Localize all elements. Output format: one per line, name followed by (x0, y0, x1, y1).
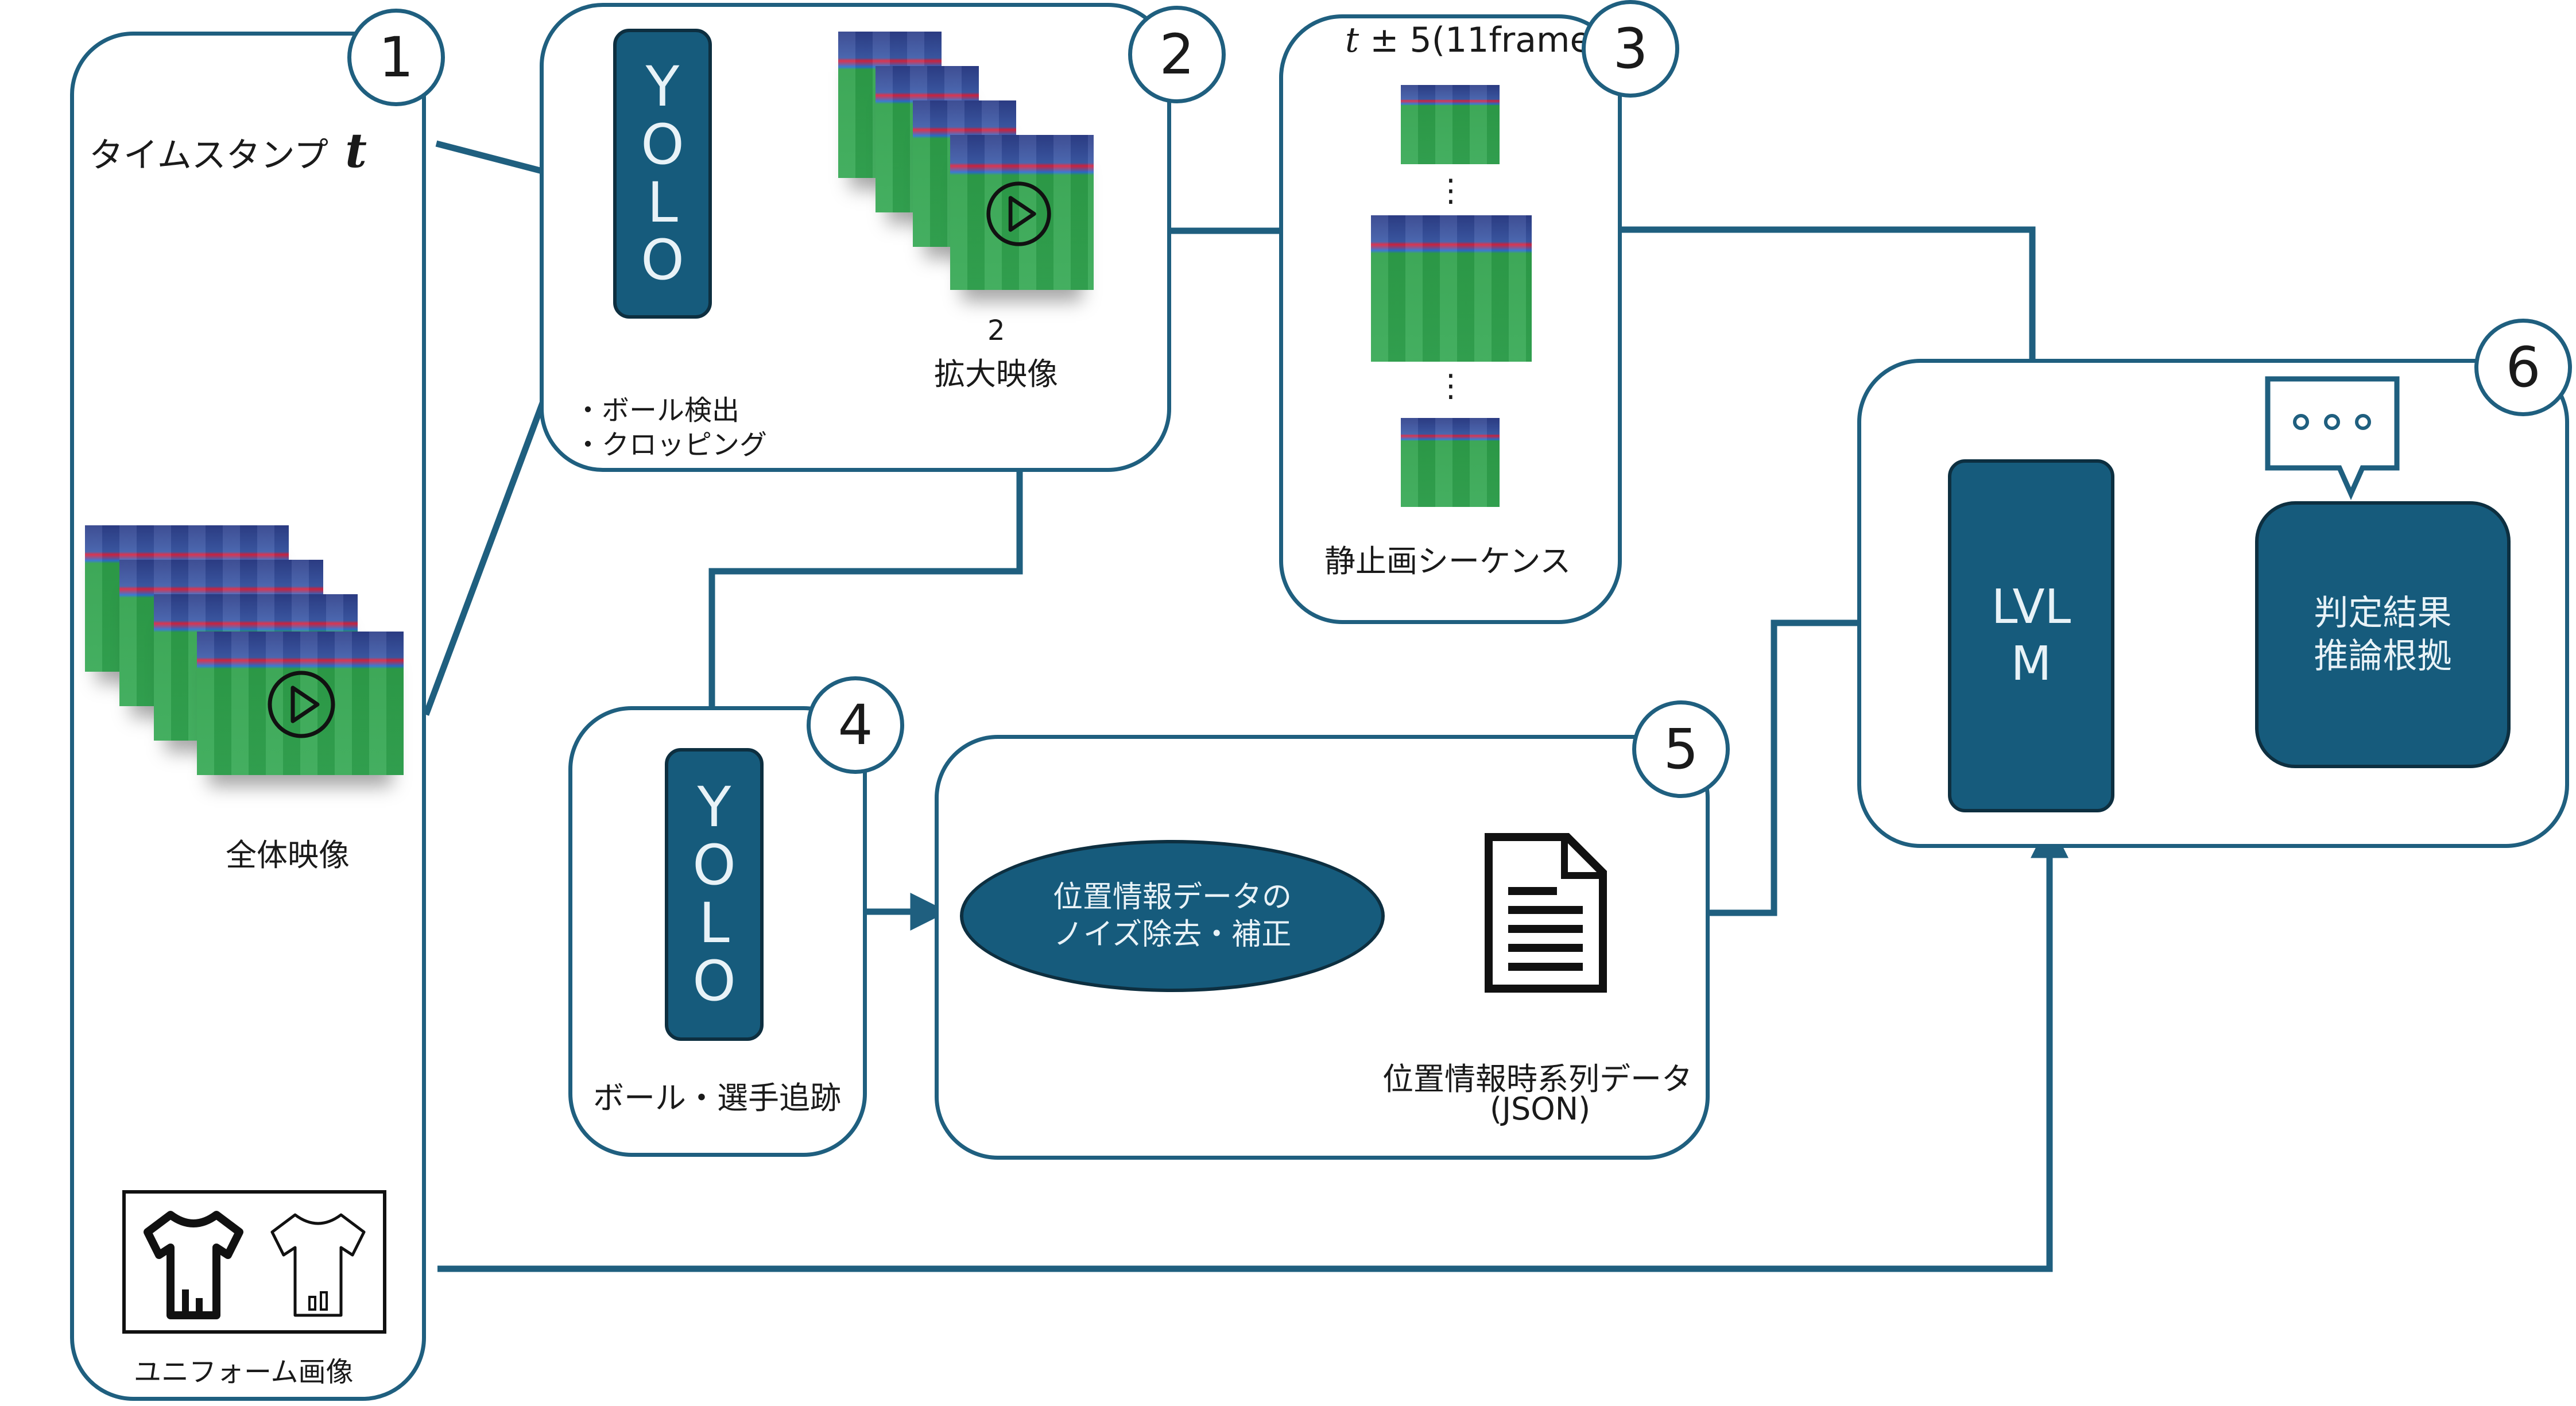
video-frame (197, 632, 404, 775)
sequence-frame-bottom (1401, 418, 1500, 507)
timestamp-label: タイムスタンプ t (89, 123, 367, 179)
json-label: (JSON) (1490, 1091, 1591, 1127)
frame-window-label: t ± 5(11frame (1345, 20, 1591, 60)
arrow-uniform-to-lvlm (437, 820, 2068, 1272)
play-icon (986, 181, 1051, 246)
lvlm-box: LVL M (1948, 459, 2114, 812)
noise-correction-ellipse: 位置情報データの ノイズ除去・補正 (960, 840, 1385, 992)
step-badge-6: 6 (2474, 319, 2572, 416)
step-badge-2: 2 (1128, 6, 1226, 103)
timeseries-label: 位置情報時系列データ (1382, 1061, 1692, 1097)
ellipsis-dots-top: ⋮ (1435, 172, 1466, 208)
result-box: 判定結果 推論根拠 (2255, 501, 2511, 768)
still-sequence-label: 静止画シーケンス (1324, 543, 1571, 579)
uniform-label: ユニフォーム画像 (134, 1356, 354, 1388)
play-icon (268, 671, 335, 738)
step-badge-4: 4 (807, 676, 904, 774)
tracking-label: ボール・選手追跡 (593, 1080, 841, 1116)
bullet-ball-detection: ・ボール検出 (574, 394, 740, 427)
speech-bubble-icon (2265, 376, 2400, 501)
shirt-outline-icon (270, 1213, 366, 1317)
full-video-label: 全体映像 (226, 837, 350, 873)
zoom-video-stack (838, 32, 1102, 319)
arrow-zoom-to-yolo2 (693, 406, 1023, 750)
zoom-number: 2 (987, 315, 1005, 347)
ellipsis-dots-bottom: ⋮ (1435, 367, 1466, 404)
step-badge-5: 5 (1632, 700, 1730, 798)
step-badge-3: 3 (1582, 0, 1679, 98)
sequence-frame-center (1371, 215, 1532, 362)
bullet-cropping: ・クロッピング (574, 429, 768, 461)
video-frame (950, 135, 1094, 290)
step-badge-1: 1 (347, 9, 445, 106)
document-icon (1485, 833, 1607, 993)
zoom-video-label: 拡大映像 (934, 356, 1058, 392)
sequence-frame-top (1401, 85, 1500, 164)
shirt-icon (144, 1211, 243, 1319)
uniform-image (122, 1190, 386, 1334)
full-video-stack (85, 525, 406, 778)
